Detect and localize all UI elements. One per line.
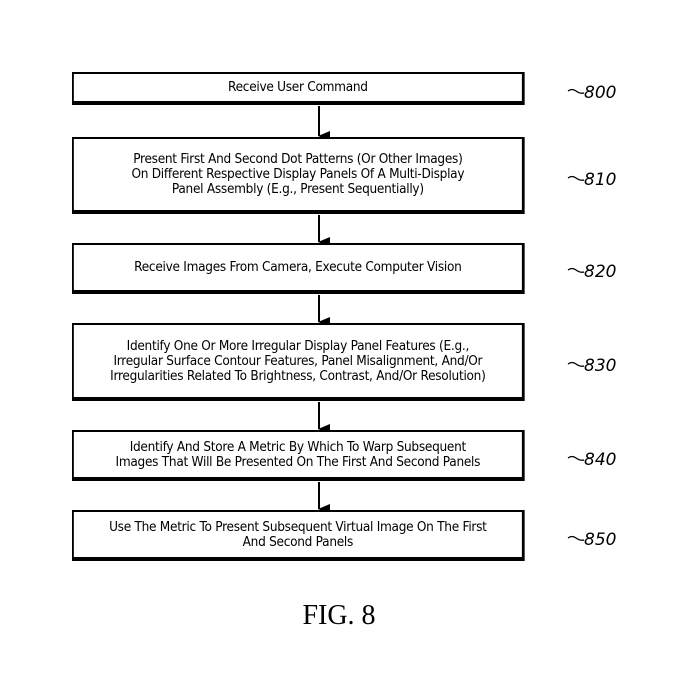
step-box-830: Identify One Or More Irregular Display P… xyxy=(72,323,525,401)
leader-line xyxy=(567,175,585,181)
ref-label-820: 820 xyxy=(584,262,617,282)
ref-label-840: 840 xyxy=(584,450,617,470)
ref-label-830: 830 xyxy=(584,356,617,376)
step-text: Images That Will Be Presented On The Fir… xyxy=(115,454,481,470)
step-box-820: Receive Images From Camera, Execute Comp… xyxy=(72,243,525,294)
leader-line xyxy=(567,267,585,273)
step-text: Use The Metric To Present Subsequent Vir… xyxy=(109,519,487,535)
step-text: Identify One Or More Irregular Display P… xyxy=(126,338,470,354)
step-text: Irregularities Related To Brightness, Co… xyxy=(110,368,486,384)
step-text: Identify And Store A Metric By Which To … xyxy=(129,439,467,455)
figure-caption: FIG. 8 xyxy=(302,600,376,631)
step-text: Irregular Surface Contour Features, Pane… xyxy=(113,353,483,369)
leader-line xyxy=(567,361,585,367)
leader-line xyxy=(567,88,585,94)
step-box-850: Use The Metric To Present Subsequent Vir… xyxy=(72,510,525,561)
step-text: On Different Respective Display Panels O… xyxy=(131,167,465,182)
ref-label-800: 800 xyxy=(584,83,617,103)
leader-line xyxy=(567,455,585,461)
ref-label-810: 810 xyxy=(584,170,617,190)
step-box-840: Identify And Store A Metric By Which To … xyxy=(72,430,525,481)
step-box-800: Receive User Command xyxy=(72,72,525,105)
step-box-810: Present First And Second Dot Patterns (O… xyxy=(72,137,525,214)
step-text: And Second Panels xyxy=(242,534,354,550)
ref-label-850: 850 xyxy=(584,530,617,550)
step-text: Receive Images From Camera, Execute Comp… xyxy=(134,260,462,275)
step-text: Panel Assembly (E.g., Present Sequential… xyxy=(171,182,424,197)
step-text: Present First And Second Dot Patterns (O… xyxy=(133,152,463,167)
step-text: Receive User Command xyxy=(227,80,368,95)
leader-line xyxy=(567,535,585,541)
